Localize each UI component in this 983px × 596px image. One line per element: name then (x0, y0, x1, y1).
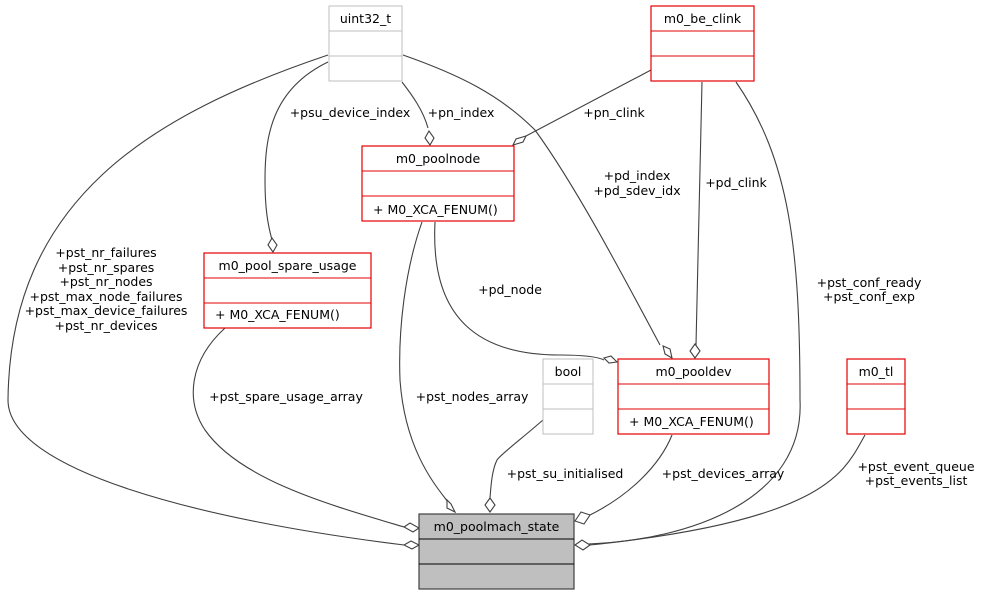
class-node-m0_pool_spare_usage[interactable]: m0_pool_spare_usage + M0_XCA_FENUM() (203, 252, 372, 329)
edge-clink-to-pooldev (695, 81, 703, 346)
edge-label: +pst_devices_array (662, 466, 785, 481)
class-node-m0_tl[interactable]: m0_tl (846, 358, 906, 435)
edge-pooldev-to-state (589, 434, 673, 516)
edge-label: +pst_conf_exp (823, 289, 915, 304)
class-method: + M0_XCA_FENUM() (215, 307, 340, 322)
class-node-uint32_t[interactable]: uint32_t (328, 5, 403, 82)
diamond-icon (402, 522, 421, 533)
class-node-m0_pooldev[interactable]: m0_pooldev + M0_XCA_FENUM() (617, 358, 770, 435)
diamond-icon (689, 343, 701, 359)
edge-label: +pd_node (478, 282, 542, 297)
edge-label: +pst_nr_nodes (59, 274, 152, 289)
edge-label: +pst_nr_devices (55, 318, 158, 333)
edge-label: +pd_sdev_idx (593, 183, 680, 198)
edge-poolnode-to-pooldev (434, 221, 605, 361)
diamond-icon (511, 135, 528, 146)
class-title: uint32_t (340, 11, 391, 26)
edge-spare-to-state (192, 327, 405, 528)
edge-label: +pst_nr_spares (58, 260, 155, 275)
class-title: m0_be_clink (664, 11, 742, 26)
class-node-bool[interactable]: bool (542, 358, 594, 435)
diamond-icon (662, 345, 673, 360)
edge-label: +pn_clink (583, 105, 645, 120)
diamond-icon (402, 540, 421, 550)
edge-uint32-to-state (7, 54, 405, 546)
class-title: bool (555, 364, 582, 379)
edge-label: +pn_index (428, 105, 495, 120)
edge-label: +pst_su_initialised (507, 466, 624, 481)
diamond-icon (602, 355, 619, 364)
edge-tl-to-state (589, 434, 866, 546)
edge-uint32-to-pooldev (402, 54, 661, 346)
class-node-m0_be_clink[interactable]: m0_be_clink (650, 5, 755, 82)
edges (7, 54, 866, 546)
edge-label: +pd_index (604, 168, 671, 183)
class-title: m0_pool_spare_usage (219, 258, 357, 273)
diamond-icon (574, 511, 591, 525)
class-method: + M0_XCA_FENUM() (629, 414, 754, 429)
diamond-icon (574, 539, 591, 551)
class-title: m0_tl (859, 364, 894, 379)
edge-uint32-to-poolnode (401, 81, 429, 129)
edge-label: +pst_event_queue (857, 459, 974, 474)
class-title: m0_poolnode (396, 151, 481, 166)
class-node-m0_poolmach_state[interactable]: m0_poolmach_state (418, 513, 575, 590)
edge-label: +pst_nr_failures (55, 245, 156, 260)
aggregation-markers (267, 129, 701, 551)
edge-label: +pst_max_node_failures (30, 289, 183, 304)
diamond-icon (267, 236, 278, 254)
edge-poolnode-to-state (399, 221, 449, 503)
diamond-icon (484, 497, 496, 513)
edge-label: +pst_conf_ready (817, 275, 922, 290)
class-node-m0_poolnode[interactable]: m0_poolnode + M0_XCA_FENUM() (361, 145, 515, 222)
edge-labels: +pst_nr_failures +pst_nr_spares +pst_nr_… (25, 105, 975, 488)
edge-label: +pst_events_list (865, 473, 968, 488)
class-method: + M0_XCA_FENUM() (373, 202, 498, 217)
edge-clink-to-poolnode (525, 69, 652, 137)
edge-label: +psu_device_index (290, 105, 411, 120)
class-title: m0_poolmach_state (434, 519, 560, 534)
edge-bool-to-state (489, 419, 544, 499)
edge-label: +pst_max_device_failures (25, 303, 188, 318)
edge-uint32-to-spare (264, 61, 329, 241)
edge-label: +pst_nodes_array (416, 389, 529, 404)
diamond-icon (446, 498, 457, 514)
class-title: m0_pooldev (655, 364, 732, 379)
edge-label: +pd_clink (705, 175, 767, 190)
diamond-icon (424, 129, 435, 147)
edge-clink-to-state (587, 81, 801, 545)
edge-label: +pst_spare_usage_array (209, 389, 363, 404)
